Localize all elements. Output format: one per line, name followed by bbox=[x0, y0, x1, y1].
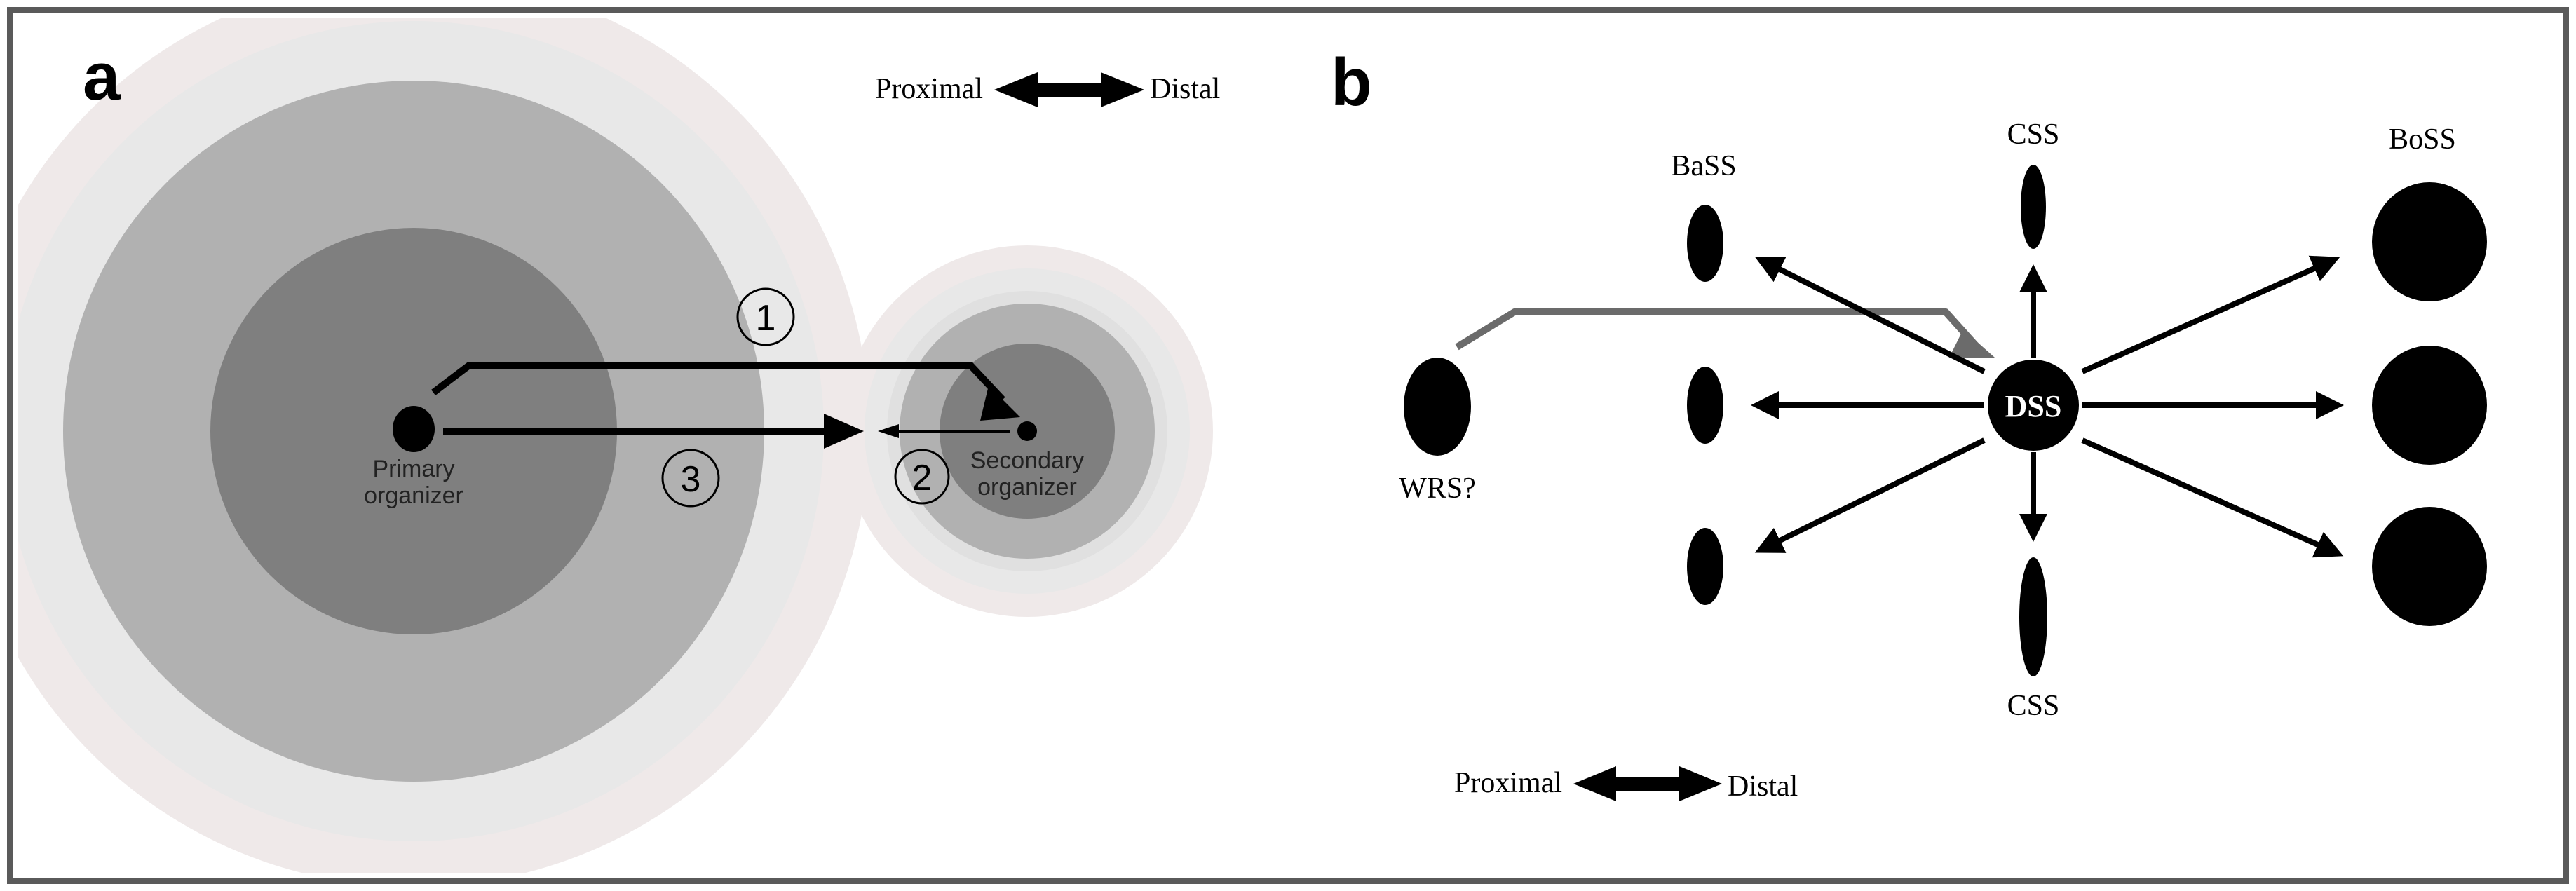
svg-text:2: 2 bbox=[912, 458, 933, 498]
signal-arrow-1 bbox=[431, 362, 1005, 402]
svg-text:1: 1 bbox=[756, 298, 776, 339]
signal-arrow-1-head bbox=[980, 386, 1020, 421]
bass-label: BaSS bbox=[1671, 150, 1736, 182]
double-arrow-icon bbox=[994, 72, 1144, 107]
step-3-marker: 3 bbox=[661, 449, 720, 508]
wrs-to-dss-arrow bbox=[1455, 308, 1980, 351]
panel-a-direction-indicator: Proximal Distal bbox=[875, 72, 1220, 107]
wrs-blob bbox=[1404, 358, 1471, 456]
primary-organizer-label-line1: Primary bbox=[372, 456, 454, 482]
panel-b-direction-indicator: Proximal Distal bbox=[1454, 766, 1798, 803]
primary-organizer-dot bbox=[393, 406, 435, 452]
css-ellipse-top bbox=[2021, 165, 2046, 249]
css-ellipse-bottom bbox=[2019, 557, 2047, 676]
wrs-label: WRS? bbox=[1399, 472, 1476, 505]
wrs-to-dss-arrow-head bbox=[1949, 329, 1995, 358]
boss-circle-top bbox=[2372, 182, 2487, 301]
secondary-organizer-dot bbox=[1017, 421, 1037, 441]
dss-signal-arrows bbox=[1751, 255, 2344, 558]
dss-label: DSS bbox=[2005, 389, 2062, 423]
arrow-to-bass-top bbox=[1754, 257, 1986, 374]
css-top-label: CSS bbox=[2007, 118, 2060, 151]
bass-ellipse-top bbox=[1687, 205, 1723, 282]
panel-b-label: b bbox=[1331, 45, 1372, 120]
step-2-marker: 2 bbox=[894, 449, 950, 505]
figure-frame bbox=[7, 7, 2569, 884]
distal-label-b: Distal bbox=[1728, 770, 1798, 803]
step-1-marker: 1 bbox=[736, 287, 795, 346]
boss-circle-bottom bbox=[2372, 507, 2487, 626]
panel-a-zones bbox=[18, 18, 1213, 873]
secondary-organizer-label-line2: organizer bbox=[977, 474, 1077, 501]
arrow-to-boss-bottom bbox=[2081, 437, 2344, 558]
primary-organizer-label-line2: organizer bbox=[364, 482, 463, 509]
boss-label: BoSS bbox=[2389, 123, 2456, 156]
signal-arrow-3-head bbox=[824, 414, 864, 449]
arrow-to-boss-top bbox=[2081, 255, 2340, 374]
signal-arrow-2-head bbox=[878, 424, 899, 438]
secondary-organizer-label-line1: Secondary bbox=[970, 447, 1085, 474]
bass-ellipse-bottom bbox=[1687, 528, 1723, 605]
panel-a-label: a bbox=[83, 39, 121, 114]
arrow-to-bass-bottom bbox=[1754, 437, 1986, 553]
double-arrow-icon bbox=[1573, 766, 1722, 801]
css-bottom-label: CSS bbox=[2007, 690, 2060, 722]
proximal-label-b: Proximal bbox=[1454, 767, 1562, 799]
proximal-label-a: Proximal bbox=[875, 73, 983, 105]
bass-ellipse-middle bbox=[1687, 367, 1723, 444]
dss-hub bbox=[1988, 360, 2079, 451]
distal-label-a: Distal bbox=[1150, 73, 1220, 105]
svg-text:3: 3 bbox=[681, 459, 701, 500]
boss-circle-middle bbox=[2372, 346, 2487, 465]
